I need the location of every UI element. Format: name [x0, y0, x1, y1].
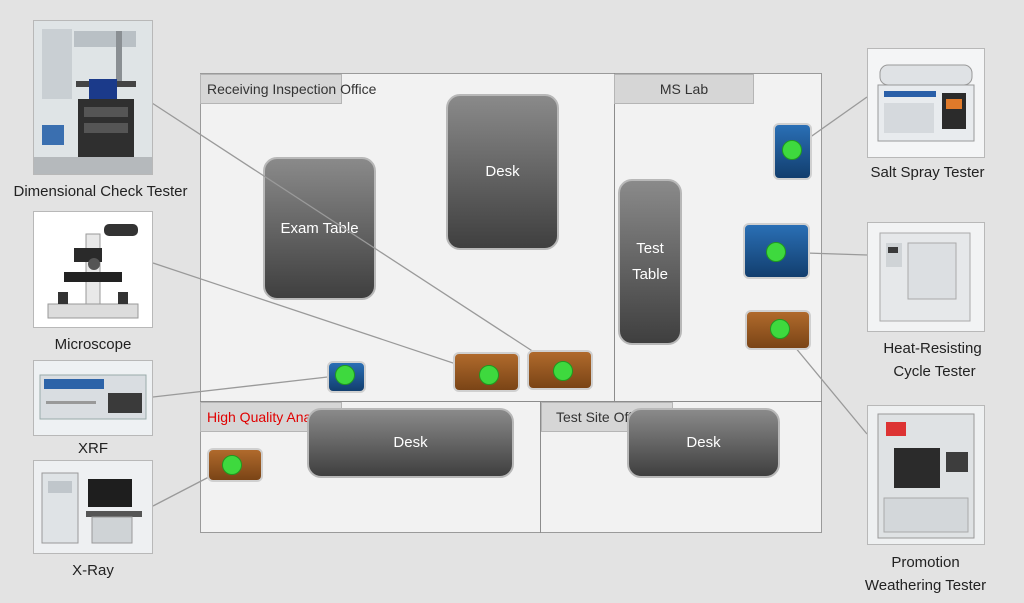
desk-high-quality: Desk	[307, 408, 514, 478]
desk-test-site-label: Desk	[686, 434, 721, 451]
dimensional-check-tester-caption: Dimensional Check Tester	[13, 183, 188, 200]
status-indicator	[553, 361, 573, 381]
xrf-image	[33, 360, 153, 436]
desk-receiving-label: Desk	[485, 163, 520, 180]
test-site-wall	[540, 401, 541, 533]
test-table-label-line2: Table	[632, 266, 668, 283]
xrf-caption: XRF	[78, 440, 108, 457]
status-indicator	[782, 140, 802, 160]
desk-high-quality-label: Desk	[393, 434, 428, 451]
promotion-weathering-tester-image	[867, 405, 985, 545]
exam-table: Exam Table	[263, 157, 376, 300]
salt-spray-tester-caption: Salt Spray Tester	[870, 164, 985, 181]
exam-table-label: Exam Table	[280, 219, 359, 237]
heat-resisting-cycle-tester-caption-line2: Cycle Tester	[893, 363, 976, 380]
lower-rooms-wall	[200, 401, 822, 402]
status-indicator	[770, 319, 790, 339]
heat-resisting-cycle-tester-caption-line1: Heat-Resisting	[883, 340, 982, 357]
status-indicator	[222, 455, 242, 475]
desk-test-site: Desk	[627, 408, 780, 478]
test-table: Test Table	[618, 179, 682, 345]
status-indicator	[335, 365, 355, 385]
microscope-image	[33, 211, 153, 328]
status-indicator	[479, 365, 499, 385]
link-dimensional	[151, 102, 564, 372]
heat-resisting-cycle-tester-image	[867, 222, 985, 332]
room-label-ms-lab: MS Lab	[614, 74, 754, 104]
promotion-weathering-tester-caption-line1: Promotion	[891, 554, 960, 571]
dimensional-check-tester-image	[33, 20, 153, 175]
room-label-receiving-inspection: Receiving Inspection Office	[200, 74, 376, 104]
salt-spray-tester-image	[867, 48, 985, 158]
microscope-caption: Microscope	[54, 336, 132, 353]
promotion-weathering-tester-caption-line2: Weathering Tester	[864, 577, 987, 594]
desk-receiving: Desk	[446, 94, 559, 250]
ms-lab-wall	[614, 73, 615, 401]
test-table-label-line1: Test	[636, 240, 664, 257]
link-xrf	[152, 374, 346, 398]
link-microscope	[152, 262, 490, 376]
x-ray-caption: X-Ray	[72, 562, 114, 579]
x-ray-image	[33, 460, 153, 554]
status-indicator	[766, 242, 786, 262]
